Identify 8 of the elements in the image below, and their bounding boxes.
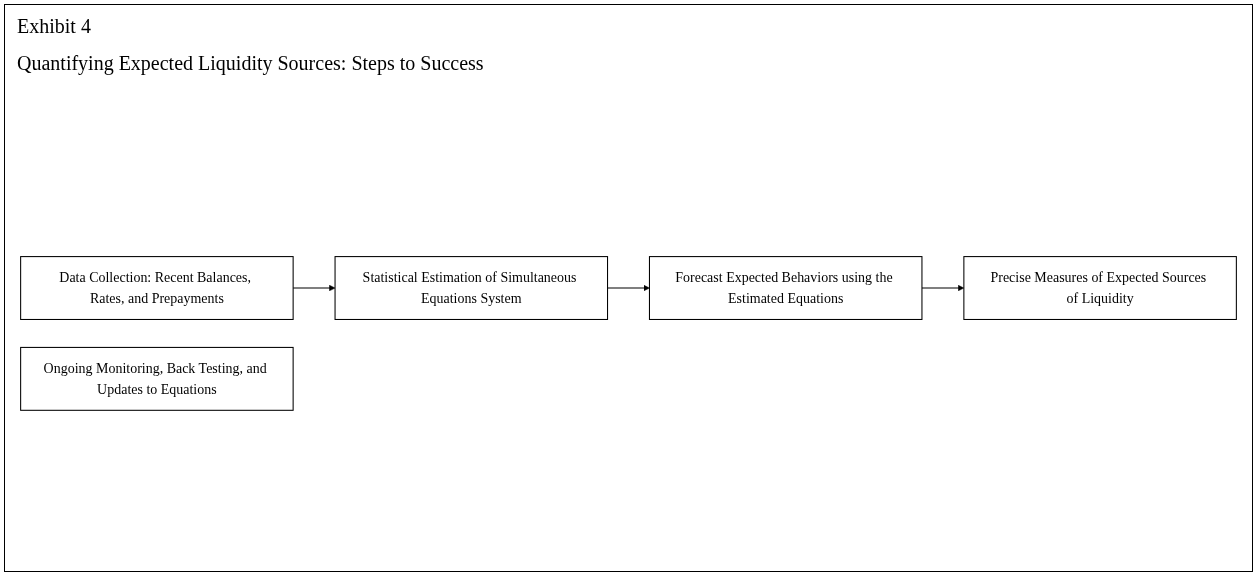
node-box: Ongoing Monitoring, Back Testing, and Updates to Equations [20, 346, 294, 411]
arrow [607, 284, 650, 291]
node-box: Precise Measures of Expected Sources of Liquidity [963, 255, 1237, 320]
node-box: Data Collection: Recent Balances, Rates, and Prepayments [20, 255, 294, 320]
exhibit-label: Exhibit 4 [17, 15, 91, 38]
node-box: Statistical Estimation of Simultaneous Equations System [334, 255, 609, 320]
diagram-title: Quantifying Expected Liquidity Sources: Steps to Success [17, 52, 484, 75]
node-box: Forecast Expected Behaviors using the Estimated Equations [648, 255, 923, 320]
